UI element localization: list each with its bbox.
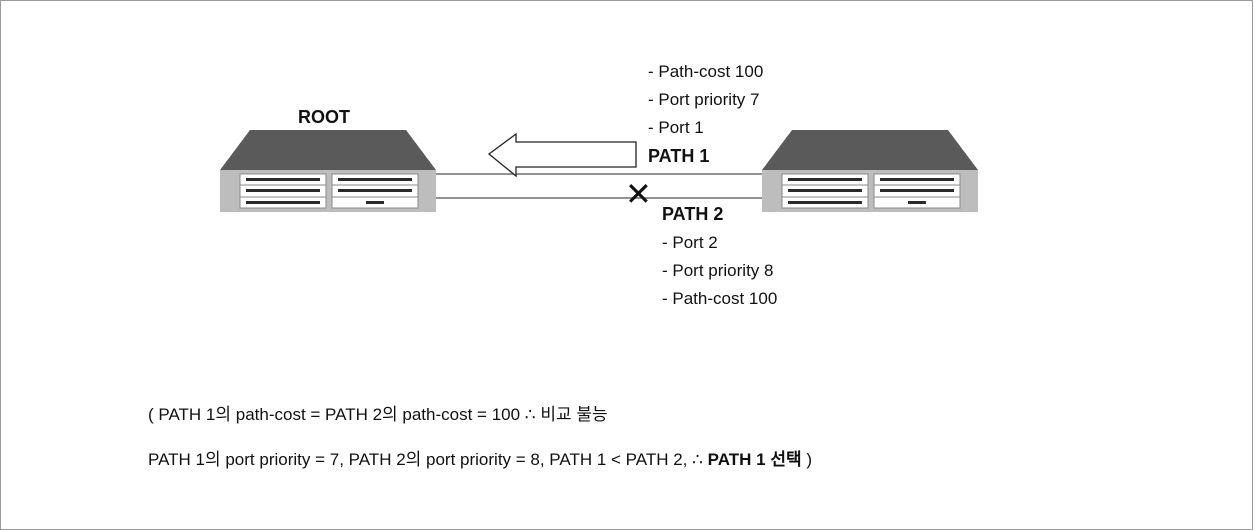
nonroot-switch [762,130,978,212]
root-label: ROOT [298,107,350,127]
path1-label: PATH 1 [648,146,710,166]
path2-detail: - Port priority 8 [662,261,774,280]
path2-detail: - Path-cost 100 [662,289,778,308]
path1-detail: - Port priority 7 [648,90,760,109]
root-switch [220,130,436,212]
note-line-2: PATH 1의 port priority = 7, PATH 2의 port … [148,445,812,470]
path1-arrow [487,132,637,178]
note-line-1: ( PATH 1의 path-cost = PATH 2의 path-cost … [148,405,608,424]
note-line-2-conclusion: PATH 1 선택 [707,450,802,469]
note-line-2-close: ) [801,450,812,469]
path1-detail: - Port 1 [648,118,704,137]
note-line-2-text: PATH 1의 port priority = 7, PATH 2의 port … [148,450,703,469]
path2-detail: - Port 2 [662,233,718,252]
blocked-x-icon: ✕ [625,176,652,212]
stp-diagram [220,130,978,212]
path1-detail: - Path-cost 100 [648,62,764,81]
path2-label: PATH 2 [662,204,724,224]
